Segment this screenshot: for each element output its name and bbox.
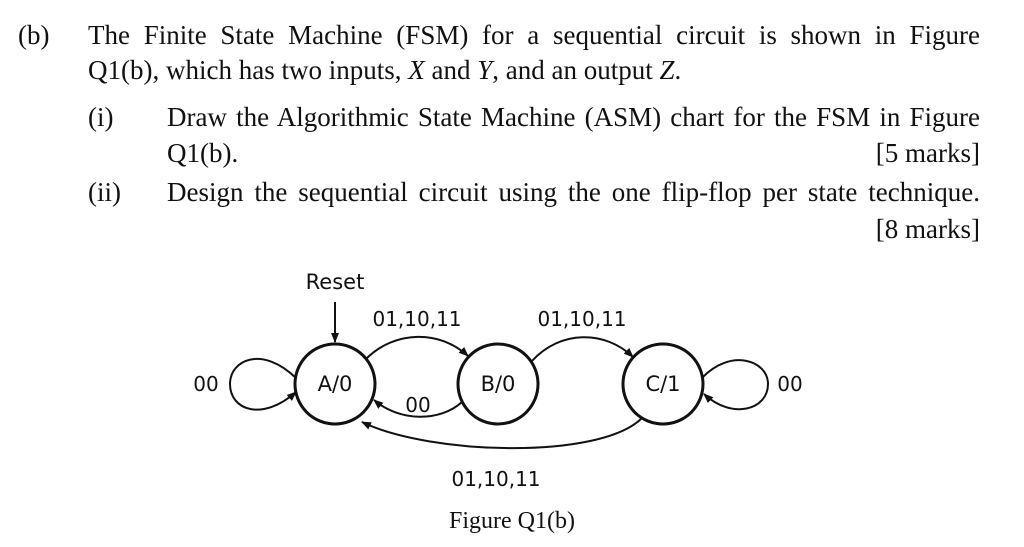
- state-b-label: B/0: [481, 372, 516, 396]
- transition-a-self-label: 00: [193, 372, 218, 396]
- var-x: X: [408, 55, 425, 85]
- transition-a-to-b-label: 01,10,11: [372, 307, 461, 331]
- transition-a-to-b: [365, 335, 469, 360]
- state-a: A/0: [293, 342, 377, 426]
- part-i-text-line-1: Draw the Algorithmic State Machine (ASM)…: [167, 102, 980, 132]
- part-i-text-line-2: Q1(b).: [167, 138, 239, 168]
- part-ii-marks: [8 marks]: [875, 214, 980, 244]
- state-b: B/0: [456, 342, 540, 426]
- transition-b-to-c-label: 01,10,11: [537, 307, 626, 331]
- transition-a-self: [228, 358, 297, 411]
- state-a-label: A/0: [318, 372, 353, 396]
- state-c-label: C/1: [645, 372, 680, 396]
- reset-label: Reset: [306, 270, 365, 294]
- figure-caption: Figure Q1(b): [449, 508, 575, 534]
- transition-b-to-c: [531, 336, 634, 362]
- part-ii-label: (ii): [88, 177, 121, 207]
- part-i-marks: [5 marks]: [875, 138, 980, 168]
- transition-c-to-a-label: 01,10,11: [451, 467, 540, 491]
- transition-b-to-a-label: 00: [405, 393, 430, 417]
- transition-c-self-label: 00: [777, 372, 802, 396]
- part-ii-text-line-1: Design the sequential circuit using the …: [167, 177, 980, 207]
- part-i-label: (i): [88, 102, 114, 132]
- transition-c-to-a: [361, 417, 643, 450]
- state-c: C/1: [621, 342, 705, 426]
- question-text-line-1: The Finite State Machine (FSM) for a seq…: [88, 20, 980, 50]
- transition-b-to-a: [373, 399, 463, 418]
- question-text-line-2: Q1(b), which has two inputs, X and Y, an…: [88, 55, 682, 85]
- var-z: Z: [659, 55, 675, 85]
- var-y: Y: [477, 55, 493, 85]
- transition-c-self: [701, 359, 770, 411]
- question-label: (b): [18, 20, 50, 50]
